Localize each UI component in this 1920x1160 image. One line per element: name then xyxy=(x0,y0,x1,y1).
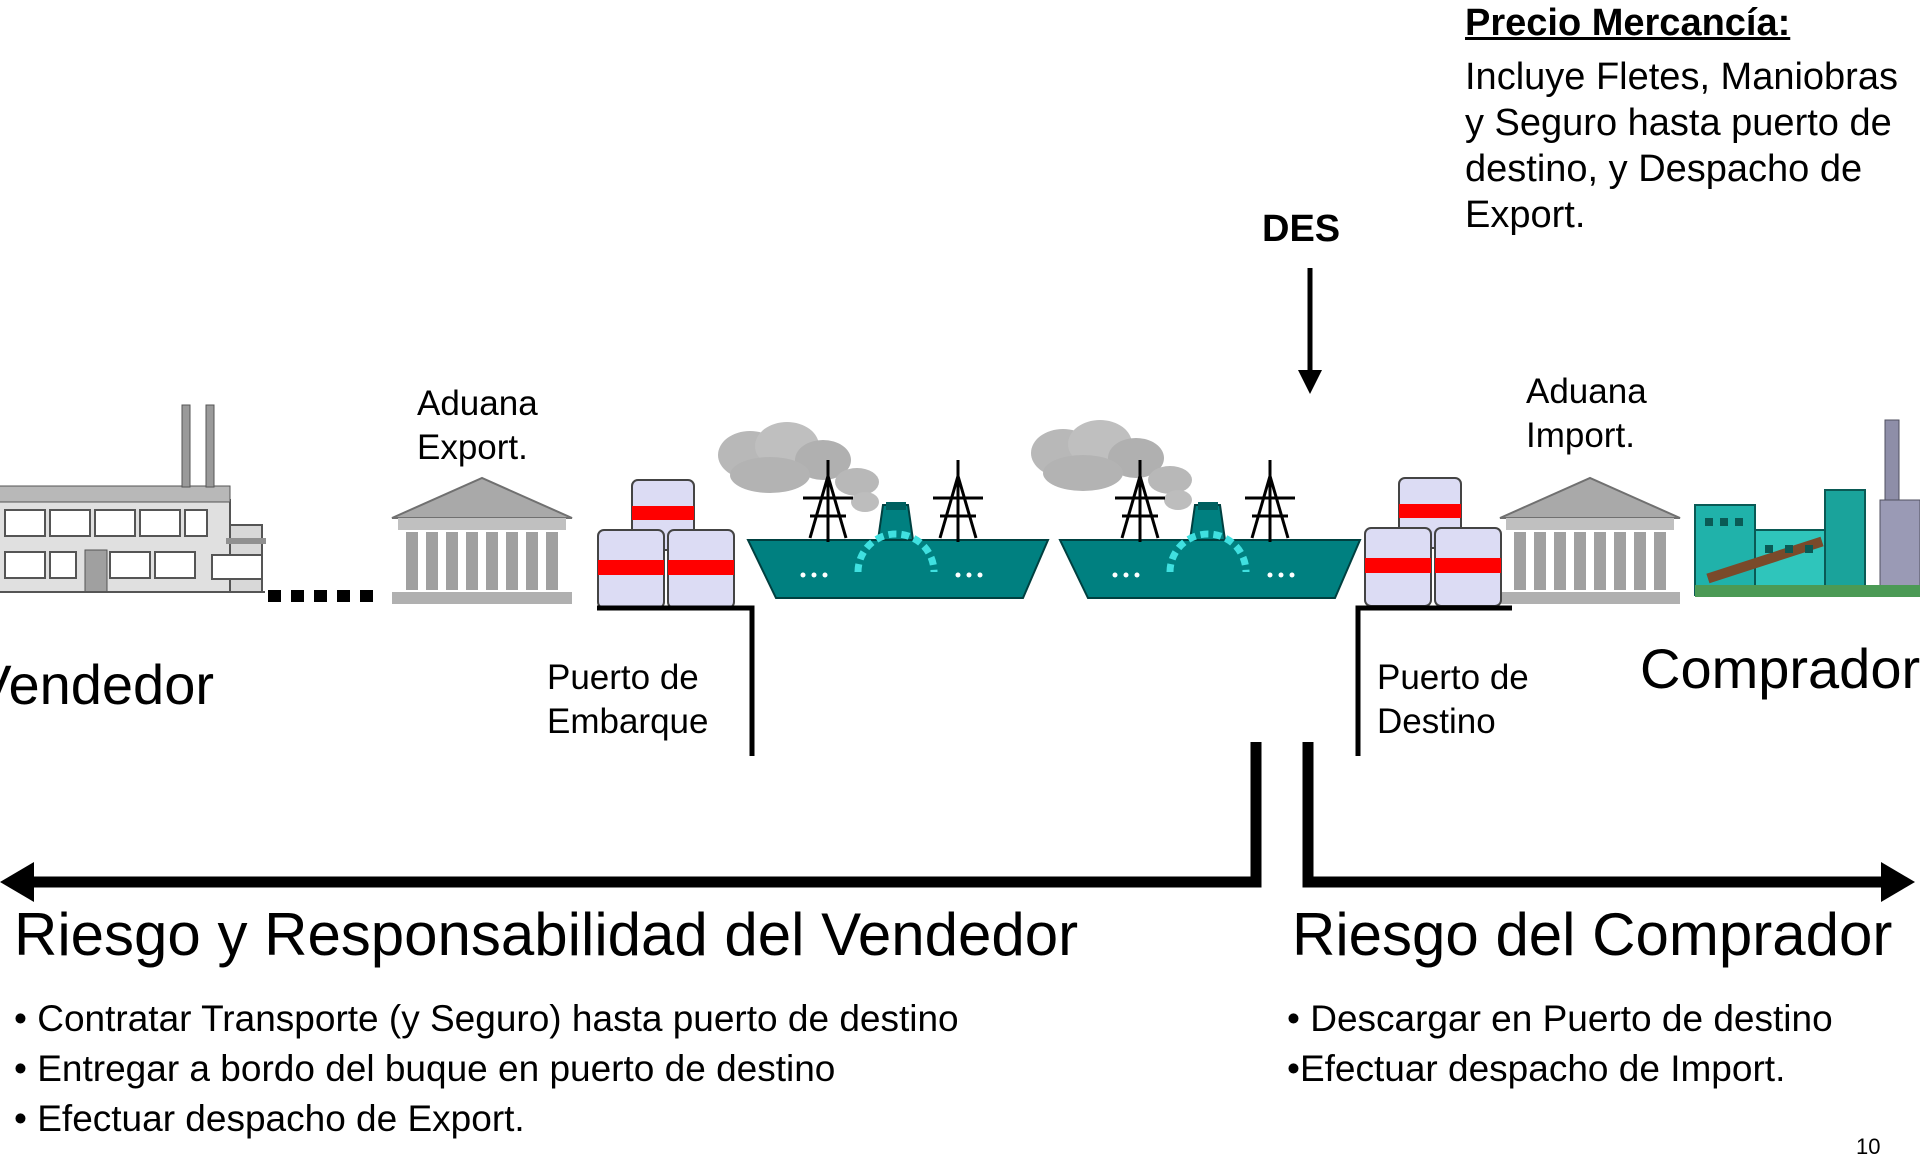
customs-building-icon xyxy=(1499,477,1681,605)
des-label: DES xyxy=(1262,208,1341,250)
buyer-risk-bullet: •Efectuar despacho de Import. xyxy=(1287,1048,1786,1089)
factory-icon xyxy=(0,404,266,593)
seller-risk-title: Riesgo y Responsabilidad del Vendedor xyxy=(14,901,1079,968)
seller-label: Vendedor xyxy=(0,653,214,716)
buyer-risk-arrow xyxy=(1302,742,1915,902)
buyer-risk-bullet: • Descargar en Puerto de destino xyxy=(1287,998,1833,1039)
container-stack-icon xyxy=(597,479,735,609)
industrial-plant-icon xyxy=(1694,419,1920,597)
buyer-risk-title: Riesgo del Comprador xyxy=(1292,901,1893,968)
container-stack-icon xyxy=(1364,477,1502,607)
port-shipment-bracket xyxy=(597,605,755,756)
price-description-line: Export. xyxy=(1465,194,1586,236)
seller-risk-bullet: • Contratar Transporte (y Seguro) hasta … xyxy=(14,998,959,1039)
seller-risk-arrow xyxy=(0,742,1262,902)
customs-building-icon xyxy=(391,477,573,605)
des-arrow xyxy=(1298,268,1322,394)
seller-risk-bullet: • Entregar a bordo del buque en puerto d… xyxy=(14,1048,836,1089)
page-number: 10 xyxy=(1856,1134,1881,1159)
price-description-line: Incluye Fletes, Maniobras xyxy=(1465,56,1898,98)
price-description-line: destino, y Despacho de xyxy=(1465,148,1863,190)
port-destination-bracket xyxy=(1355,605,1512,756)
price-title: Precio Mercancía: xyxy=(1465,2,1791,44)
buyer-label: Comprador xyxy=(1640,637,1920,700)
seller-risk-bullet: • Efectuar despacho de Export. xyxy=(14,1098,525,1139)
price-description-line: y Seguro hasta puerto de xyxy=(1465,102,1892,144)
